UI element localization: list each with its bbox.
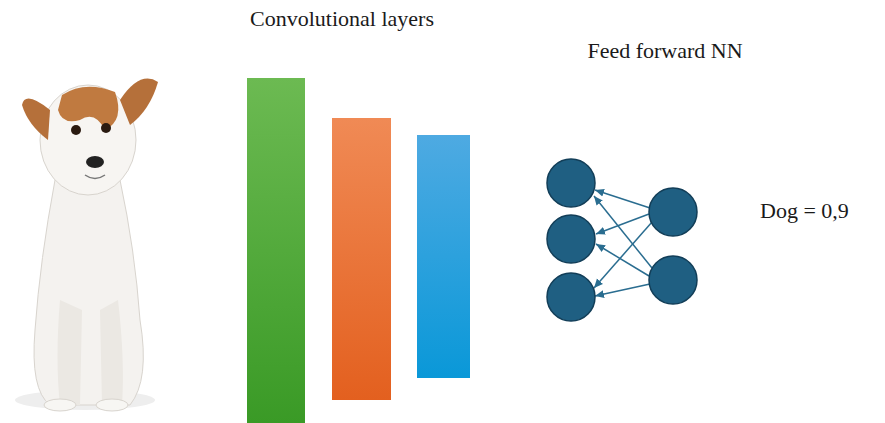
dog-picture — [15, 79, 158, 411]
conv-layer-bar — [247, 78, 305, 423]
layer-group-label: Convolutional layers — [250, 6, 434, 32]
prediction-label: Dog = 0,9 — [760, 198, 849, 224]
nn-connections — [594, 190, 652, 296]
conv-layer-bar — [417, 135, 470, 378]
layer-group-label: Feed forward NN — [587, 38, 742, 64]
nn-neurons — [547, 159, 697, 321]
conv-layer-bar — [332, 118, 391, 400]
